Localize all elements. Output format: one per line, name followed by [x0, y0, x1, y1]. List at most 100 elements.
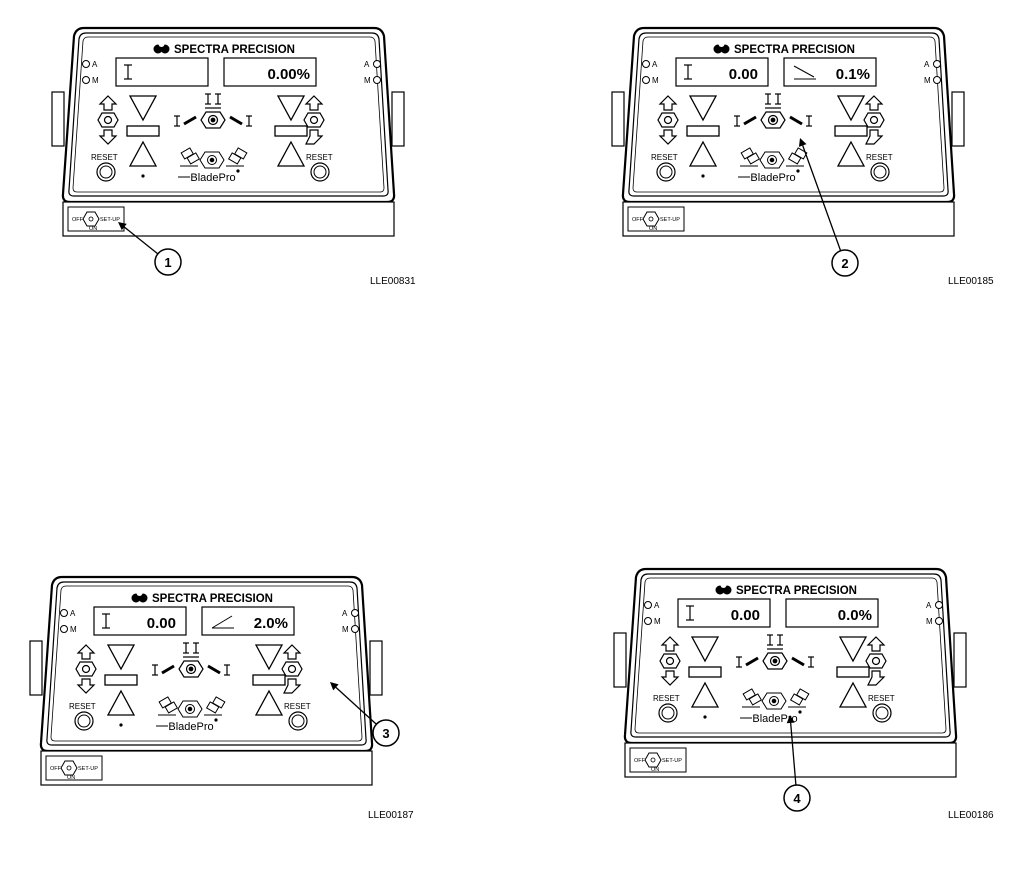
led-a-label-right: A — [364, 60, 370, 69]
callout-circle — [783, 784, 811, 812]
spectra-logo-icon — [715, 582, 732, 595]
arrow-down-icon — [98, 129, 118, 145]
left-indicator-bar — [104, 674, 138, 686]
left-down-button[interactable] — [106, 644, 136, 671]
right-down-button[interactable] — [276, 95, 306, 122]
power-switch-plate — [45, 755, 103, 781]
arrow-down-icon — [660, 670, 680, 686]
left-down-button[interactable] — [690, 636, 720, 663]
left-indicator-bar — [126, 125, 160, 137]
arrow-up-icon — [866, 636, 886, 652]
arrow-down-icon — [283, 678, 302, 694]
auto-led-right-icon — [351, 609, 359, 617]
left-up-button[interactable] — [128, 140, 158, 167]
switch-off-label: OFF — [72, 217, 84, 223]
led-a-label-right: A — [342, 609, 348, 618]
mode-selector-switch[interactable] — [174, 93, 252, 129]
callout-leader-line — [802, 145, 842, 251]
mode-selector-switch[interactable] — [734, 93, 812, 129]
auto-led-right-icon — [935, 601, 943, 609]
right-up-button[interactable] — [254, 689, 284, 716]
elevation-symbol-icon — [684, 64, 692, 80]
brand-name: SPECTRA PRECISION — [736, 585, 857, 597]
callout-arrowhead-icon — [330, 682, 339, 691]
spectra-logo-icon — [131, 590, 148, 603]
arrow-up-icon — [304, 95, 324, 111]
callout-arrowhead-icon — [118, 222, 127, 231]
control-panel-figure-1: SPECTRA PRECISION A M A M 0.00% — [48, 24, 438, 324]
brand-name: SPECTRA PRECISION — [152, 593, 273, 605]
right-indicator-bar — [252, 674, 286, 686]
product-name: BladePro — [752, 713, 797, 725]
right-mounting-lug — [951, 91, 965, 147]
callout-arrowhead-icon — [798, 138, 807, 147]
mode-selector-switch[interactable] — [152, 642, 230, 678]
arrow-up-icon — [658, 95, 678, 111]
blade-right-icon — [226, 147, 248, 167]
figure-code: LLE00185 — [948, 276, 994, 287]
left-mounting-lug — [29, 640, 43, 696]
left-down-button[interactable] — [128, 95, 158, 122]
reset-label-right: RESET — [284, 702, 311, 711]
power-switch-knob-icon[interactable] — [642, 211, 660, 227]
led-m-label-left: M — [652, 76, 659, 85]
callout-circle — [154, 248, 182, 276]
left-up-button[interactable] — [690, 681, 720, 708]
control-panel-figure-3: SPECTRA PRECISION A M A M 0.00 2.0% — [26, 573, 416, 873]
auto-led-left-icon — [644, 601, 652, 609]
switch-off-label: OFF — [50, 766, 62, 772]
right-down-button[interactable] — [836, 95, 866, 122]
callout-leader-line — [123, 226, 159, 255]
callout-number: 4 — [793, 791, 801, 806]
arrow-up-icon — [76, 644, 96, 660]
arrow-down-icon — [76, 678, 96, 694]
switch-off-label: OFF — [632, 217, 644, 223]
spectra-logo-icon — [713, 41, 730, 54]
control-box-drawing: SPECTRA PRECISION A M A M 0.00 0.1% — [611, 26, 965, 277]
right-down-button[interactable] — [838, 636, 868, 663]
left-mounting-lug — [613, 632, 627, 688]
left-up-button[interactable] — [106, 689, 136, 716]
power-switch-knob-icon[interactable] — [60, 760, 78, 776]
right-up-button[interactable] — [838, 681, 868, 708]
slope-display — [783, 57, 877, 87]
left-down-button[interactable] — [688, 95, 718, 122]
blade-right-icon — [788, 688, 810, 708]
callout-number: 1 — [164, 255, 171, 270]
mode-selector-switch[interactable] — [736, 634, 814, 670]
right-indicator-bar — [274, 125, 308, 137]
power-switch-knob-icon[interactable] — [644, 752, 662, 768]
callout-number: 2 — [841, 256, 848, 271]
callout-circle — [831, 249, 859, 277]
elevation-display — [677, 598, 771, 628]
elevation-symbol-icon — [686, 605, 694, 621]
product-name: BladePro — [168, 721, 213, 733]
switch-on-label: ON — [89, 226, 97, 232]
figure-code: LLE00187 — [368, 810, 414, 821]
right-down-button[interactable] — [254, 644, 284, 671]
blade-left-icon — [742, 688, 763, 708]
left-mounting-lug — [51, 91, 65, 147]
right-up-button[interactable] — [836, 140, 866, 167]
arrow-down-icon — [658, 129, 678, 145]
led-a-label-left: A — [70, 609, 76, 618]
power-switch-knob-icon[interactable] — [82, 211, 100, 227]
switch-setup-label: SET-UP — [660, 217, 680, 223]
led-a-label-right: A — [924, 60, 930, 69]
right-mounting-lug — [391, 91, 405, 147]
elevation-display — [675, 57, 769, 87]
right-up-button[interactable] — [276, 140, 306, 167]
right-raise-lower-control — [865, 636, 887, 686]
blade-right-icon — [204, 696, 226, 716]
power-switch-plate — [67, 206, 125, 232]
callout-leader-line — [335, 686, 377, 725]
arrow-up-icon — [660, 636, 680, 652]
reset-label-left: RESET — [69, 702, 96, 711]
left-up-button[interactable] — [688, 140, 718, 167]
switch-setup-label: SET-UP — [662, 758, 682, 764]
auto-led-left-icon — [60, 609, 68, 617]
right-raise-lower-control — [303, 95, 325, 145]
callout-arrowhead-icon — [786, 715, 795, 724]
left-indicator-bar — [686, 125, 720, 137]
control-panel-figure-4: SPECTRA PRECISION A M A M 0.00 0.0% — [610, 565, 1000, 865]
